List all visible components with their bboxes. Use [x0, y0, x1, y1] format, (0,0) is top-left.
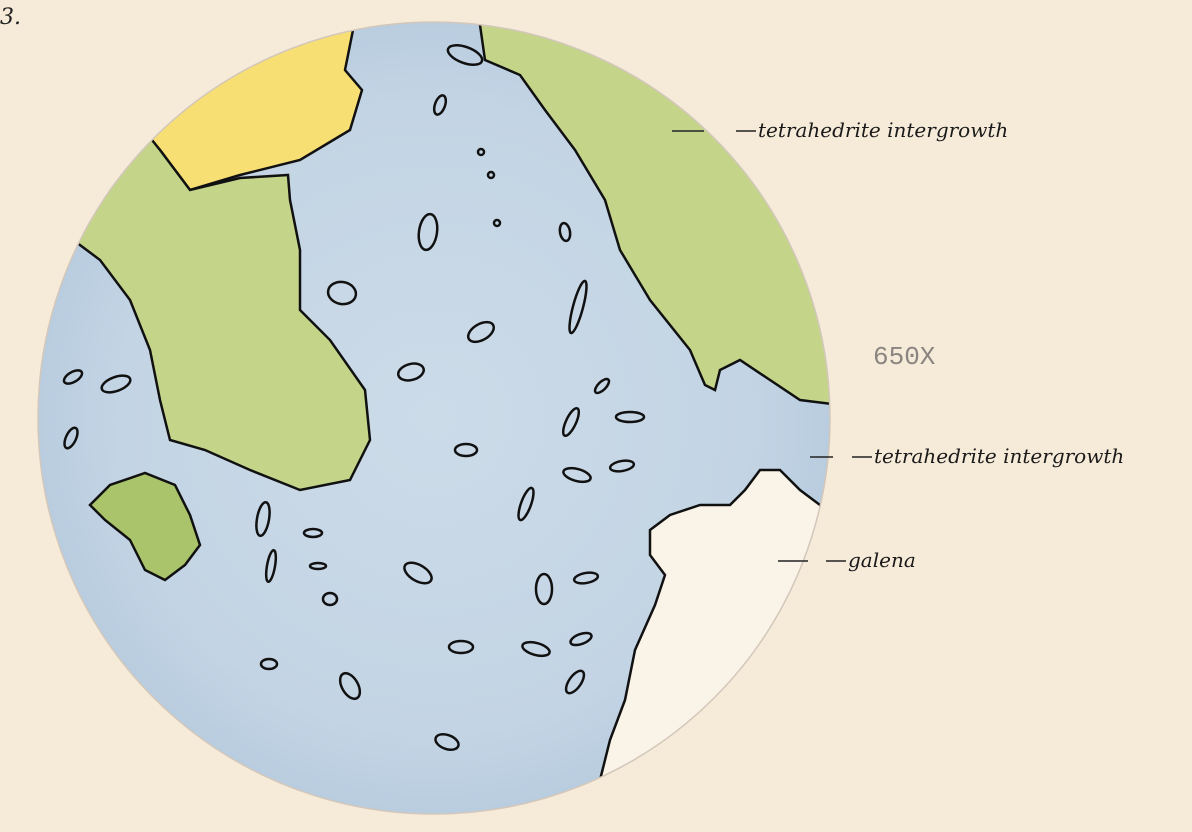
label-text: galena: [848, 548, 916, 572]
label-text: tetrahedrite intergrowth: [874, 444, 1124, 468]
field-of-view: [35, 0, 845, 832]
label-text: tetrahedrite intergrowth: [758, 118, 1008, 142]
label-tetrahedrite-top: tetrahedrite intergrowth: [672, 118, 1008, 142]
inclusion: [35, 479, 41, 495]
magnification-label: 650X: [873, 342, 936, 372]
label-tetrahedrite-middle: tetrahedrite intergrowth: [810, 444, 1124, 468]
plate-number: 3.: [0, 5, 21, 30]
